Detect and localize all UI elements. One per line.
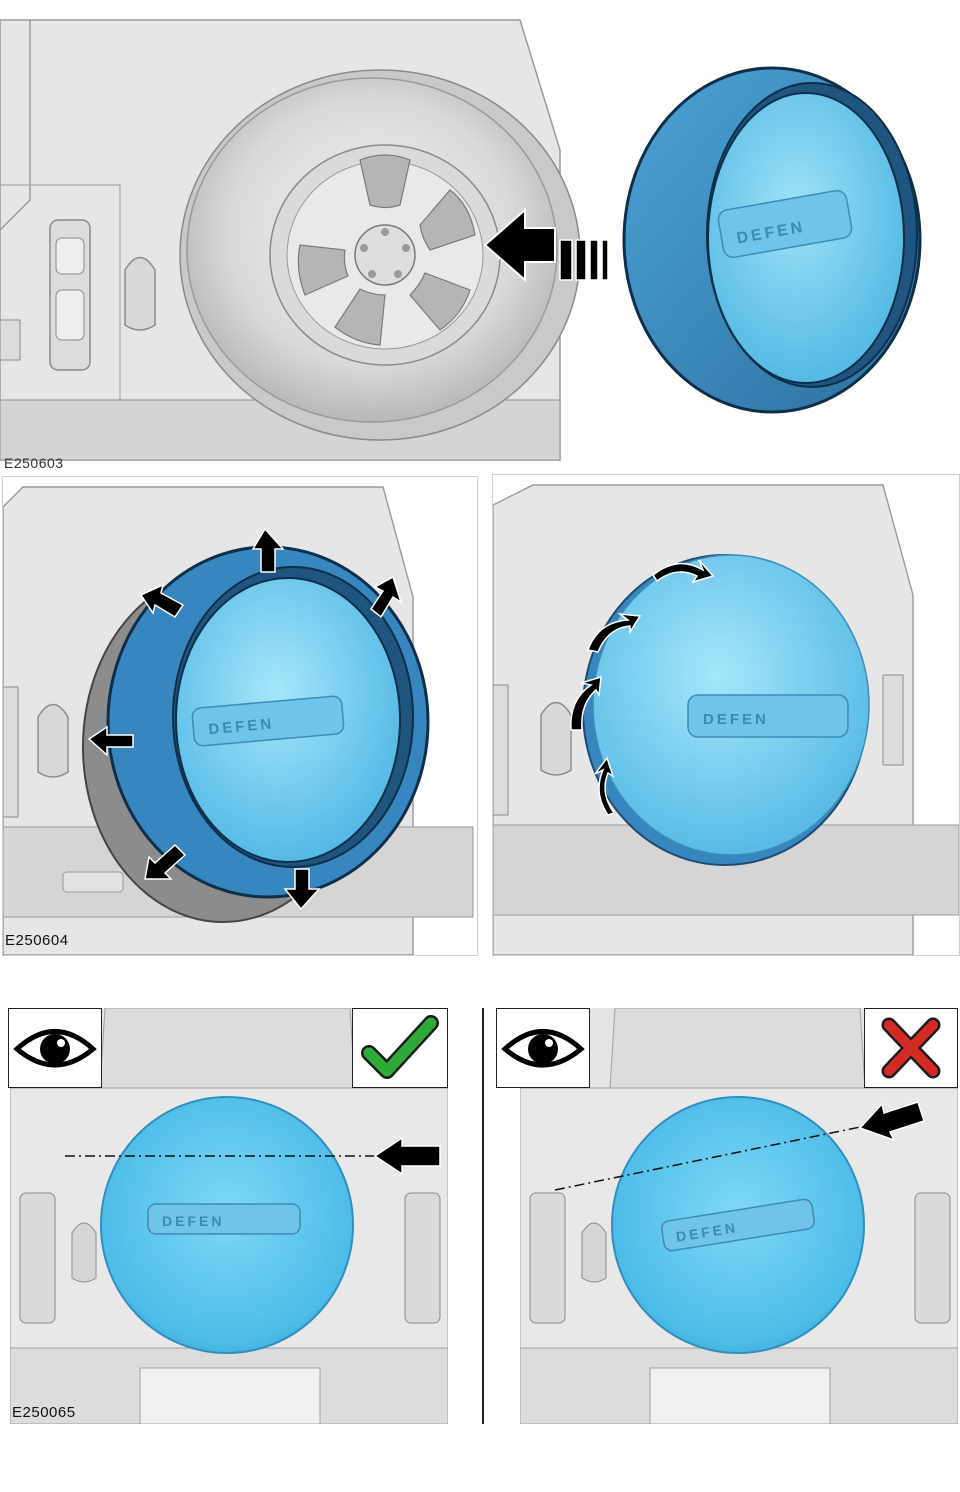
arrow-icon (369, 575, 403, 619)
figure-code-step-1: E250603 (4, 455, 64, 470)
step-1-illustration: DEFEN (0, 19, 922, 461)
cross-icon (881, 1017, 941, 1079)
figure-code-step-2: E250604 (5, 932, 69, 949)
arrow-icon (587, 612, 642, 653)
panel-step-3-seat-cover: DEFEN (492, 474, 960, 956)
arrow-icon (651, 559, 715, 584)
cover-emblem-text: DEFEN (162, 1213, 224, 1229)
step-3-illustration: DEFEN (493, 484, 959, 955)
panel-divider (482, 1008, 484, 1424)
arrow-icon (251, 527, 285, 573)
cover-emblem-text: DEFEN (208, 716, 275, 739)
arrow-icon (594, 756, 616, 816)
panel-step-2-stretch-cover: DEFEN E250604 (2, 476, 478, 956)
spare-wheel-cover: DEFEN (106, 545, 430, 899)
eye-icon (13, 1029, 97, 1068)
cover-emblem-text: DEFEN (703, 711, 769, 728)
result-box-incorrect (864, 1008, 958, 1088)
spare-wheel-cover: DEFEN (100, 1096, 354, 1354)
eye-icon (501, 1029, 585, 1068)
view-icon-box-correct (8, 1008, 102, 1088)
figure-code-check: E250065 (12, 1404, 76, 1421)
spare-wheel-cover: DEFEN (622, 66, 922, 414)
incorrect-alignment-illustration: DEFEN (520, 1008, 958, 1424)
spare-wheel (179, 69, 581, 441)
arrow-icon (373, 1136, 441, 1176)
stretch-arrows (87, 527, 403, 911)
spare-wheel-cover: DEFEN (582, 554, 870, 866)
arrow-icon (87, 725, 134, 757)
checkmark-icon (361, 1015, 439, 1079)
arrow-icon (858, 1101, 925, 1142)
seating-arrows (570, 559, 715, 816)
fitting-direction-arrow (483, 207, 609, 283)
alignment-line-tilted (554, 1125, 866, 1191)
step-2-illustration: DEFEN (3, 486, 474, 955)
arrow-icon (139, 583, 185, 619)
arrow-icon (283, 868, 321, 911)
result-box-correct (352, 1008, 448, 1088)
panel-step-1-fit-cover: DEFEN E250603 (0, 0, 960, 470)
arrow-icon (144, 843, 187, 880)
spare-wheel-cover: DEFEN (611, 1096, 865, 1354)
view-icon-box-incorrect (496, 1008, 590, 1088)
arrow-icon (570, 675, 602, 731)
